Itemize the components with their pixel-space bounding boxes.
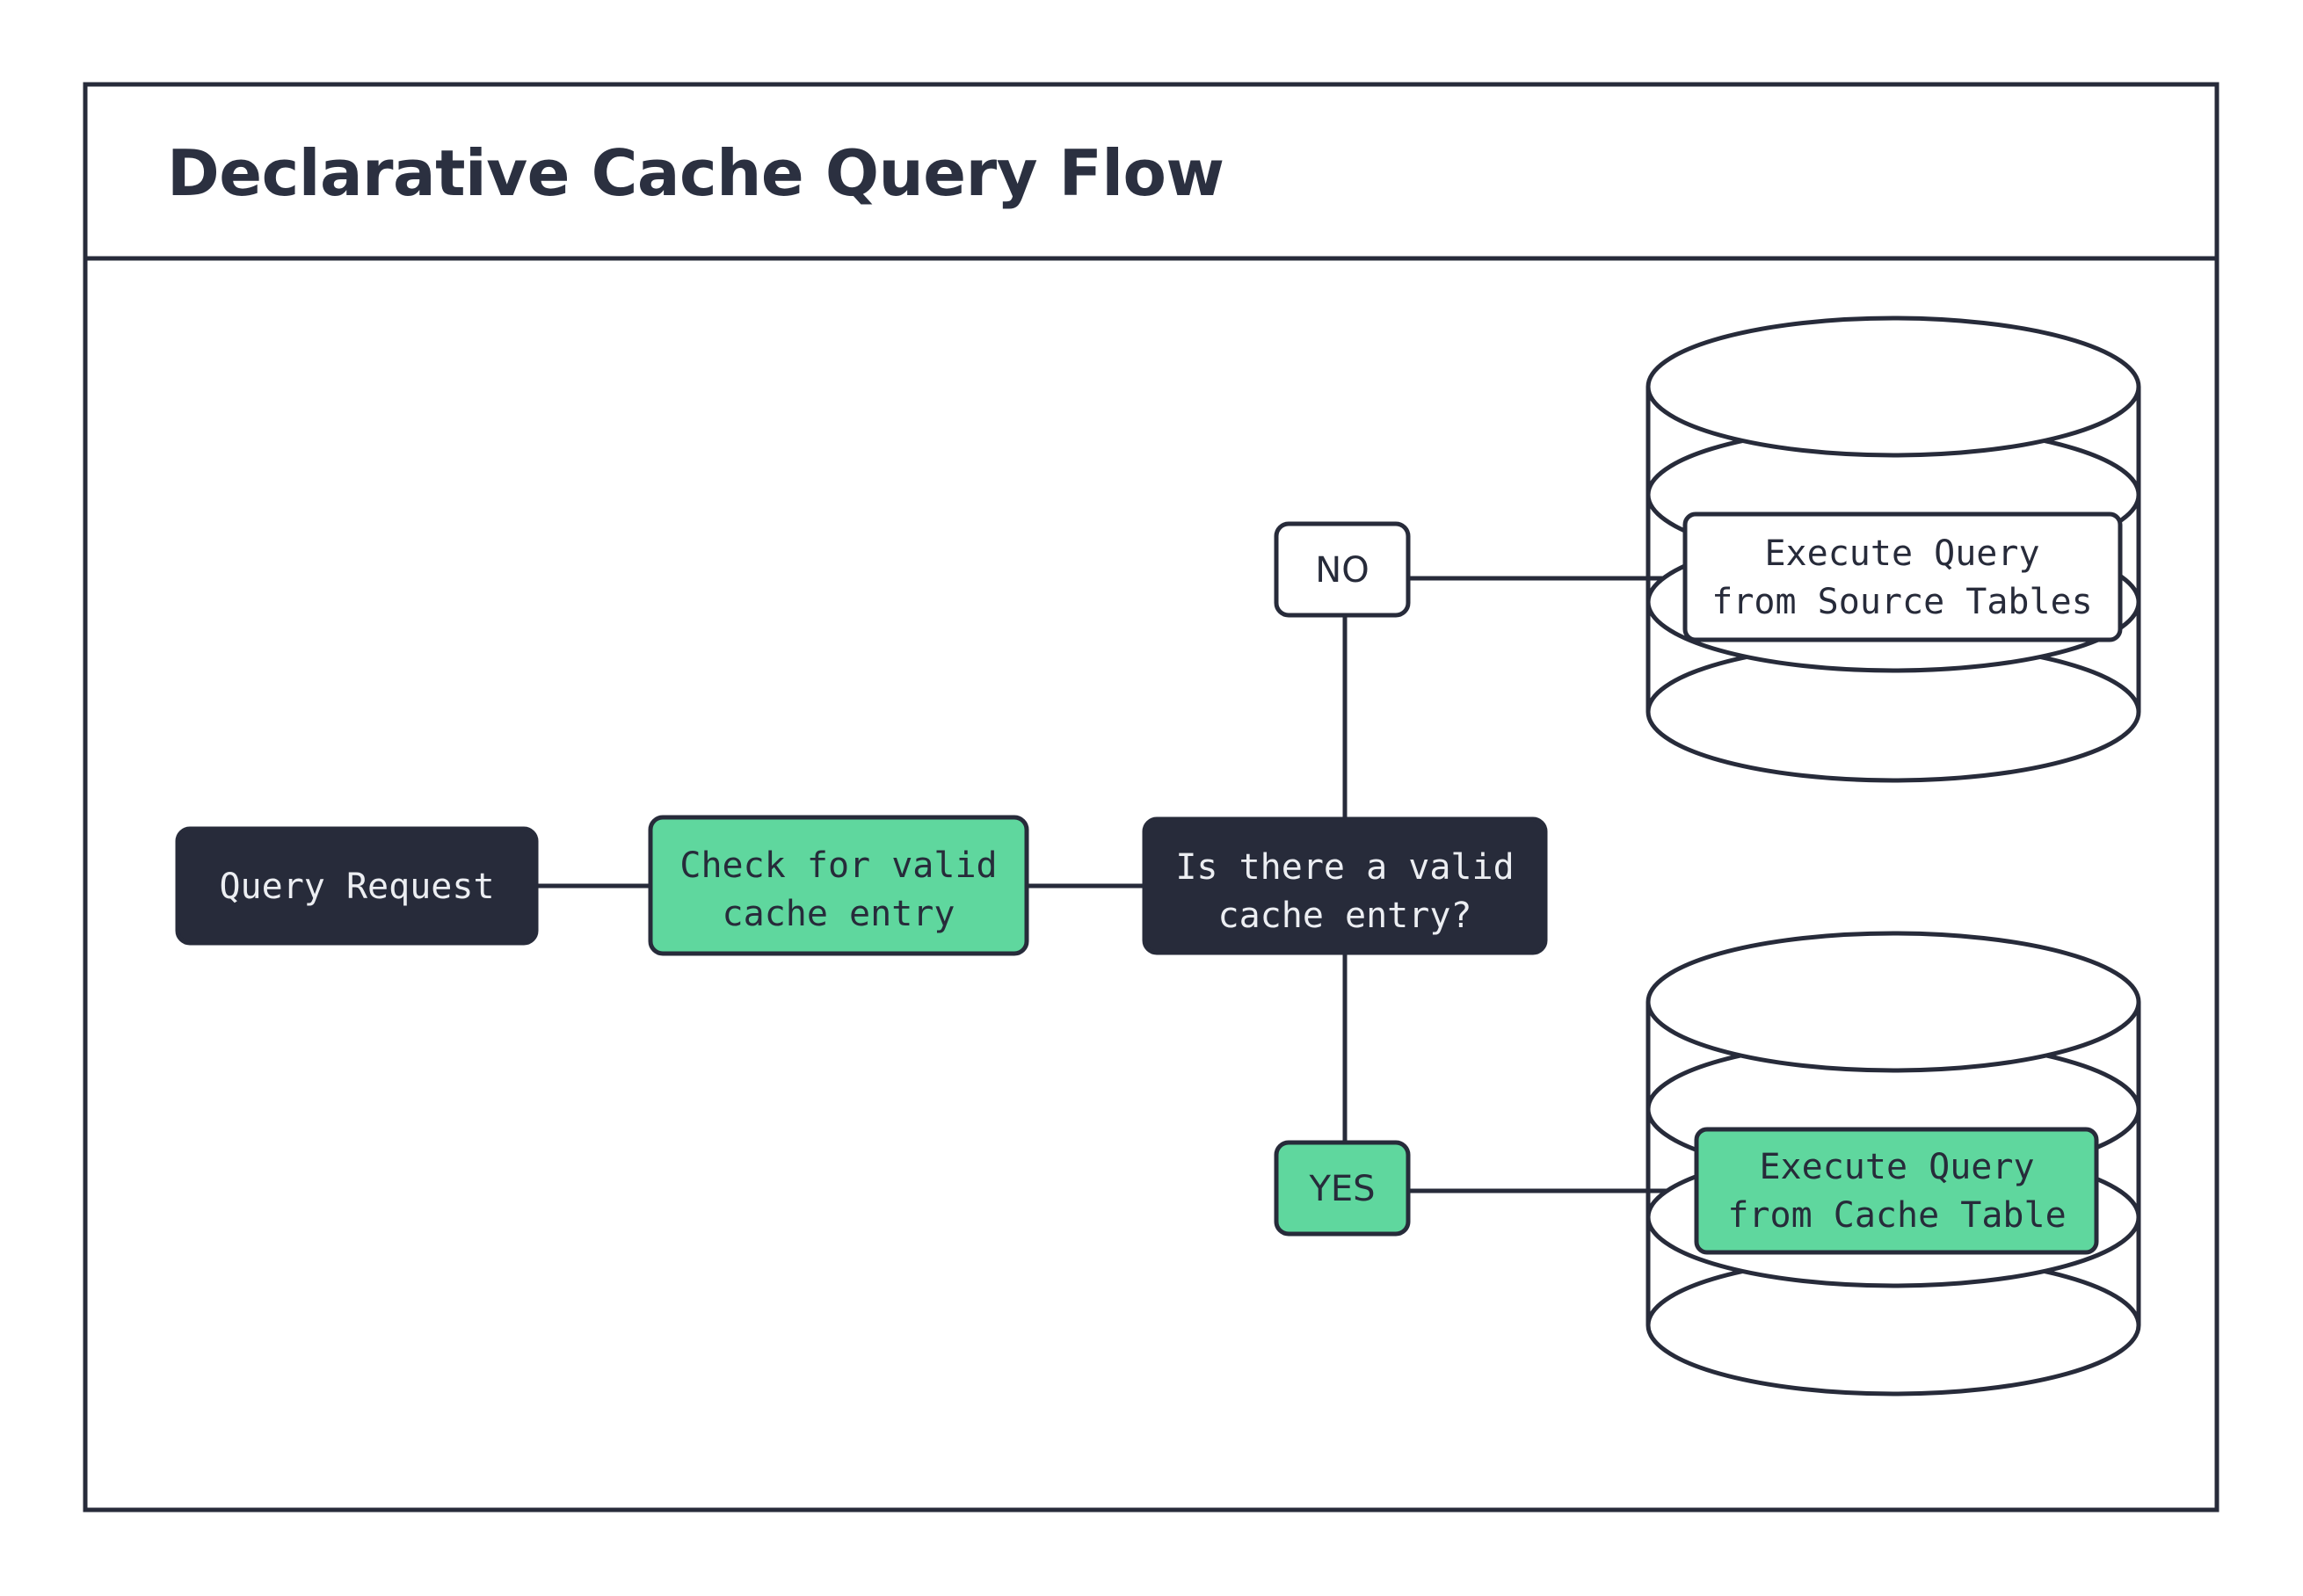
cache-db-label-line1: Execute Query bbox=[1759, 1147, 2034, 1187]
source-db-disc-top bbox=[1646, 316, 2141, 458]
source-db-label-node[interactable]: Execute Query from Source Tables bbox=[1682, 511, 2123, 642]
branch-no-label: NO bbox=[1315, 550, 1369, 591]
source-db-label-line1: Execute Query bbox=[1764, 533, 2039, 574]
query-request-label: Query Request bbox=[219, 867, 494, 907]
diagram-frame bbox=[83, 82, 2219, 1513]
cache-db-label-line2: from Cache Table bbox=[1727, 1195, 2066, 1236]
branch-yes-label: YES bbox=[1308, 1169, 1375, 1209]
check-cache-box[interactable] bbox=[648, 815, 1029, 956]
check-cache-label-line1: Check for valid bbox=[679, 845, 997, 886]
node-query-request[interactable]: Query Request bbox=[175, 826, 539, 946]
branch-no-box[interactable] bbox=[1274, 521, 1411, 618]
query-request-box[interactable] bbox=[175, 826, 539, 946]
decision-label-line2: cache entry? bbox=[1218, 896, 1472, 936]
cache-db-label-box[interactable] bbox=[1694, 1127, 2099, 1255]
page-title: Declarative Cache Query Flow bbox=[167, 136, 1224, 210]
source-db-label-box[interactable] bbox=[1682, 511, 2123, 642]
check-cache-label-line2: cache entry bbox=[723, 894, 955, 934]
node-check-cache[interactable]: Check for valid cache entry bbox=[648, 815, 1029, 956]
node-decision[interactable]: Is there a valid cache entry? bbox=[1142, 816, 1548, 955]
decision-label-line1: Is there a valid bbox=[1175, 847, 1514, 888]
source-db-label-line2: from Source Tables bbox=[1711, 582, 2092, 622]
node-branch-no[interactable]: NO bbox=[1274, 521, 1411, 618]
cache-db-disc-top bbox=[1646, 931, 2141, 1073]
cache-db-label-node[interactable]: Execute Query from Cache Table bbox=[1694, 1127, 2099, 1255]
node-branch-yes[interactable]: YES bbox=[1274, 1140, 1411, 1237]
decision-box[interactable] bbox=[1142, 816, 1548, 955]
branch-yes-box[interactable] bbox=[1274, 1140, 1411, 1237]
